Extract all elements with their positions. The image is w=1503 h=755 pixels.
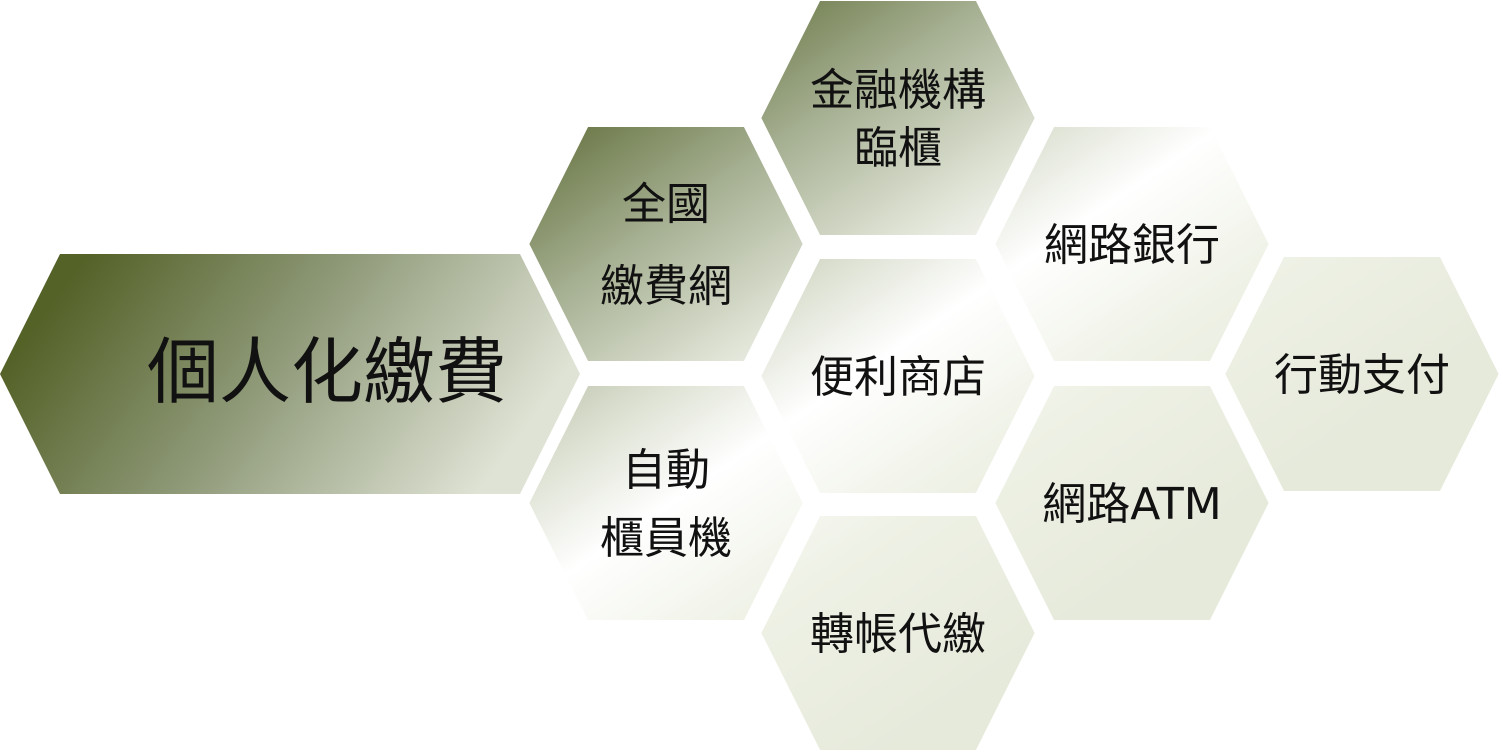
- channel-convenience-store: 便利商店: [754, 253, 1042, 499]
- channel-label-line: 轉帳代繳: [810, 609, 986, 660]
- channel-label-line: 網路銀行: [1044, 220, 1220, 271]
- channel-label-line: 自動: [622, 445, 710, 496]
- channel-label-line: 金融機構: [810, 65, 986, 116]
- channel-hexagon: [754, 0, 1042, 241]
- channel-label-line: 便利商店: [810, 352, 986, 403]
- channel-mobile-payment: 行動支付: [1218, 251, 1503, 497]
- channel-hexagon: [988, 380, 1276, 626]
- channel-online-atm: 網路ATM: [988, 380, 1276, 626]
- main-hexagon: [0, 254, 580, 494]
- channel-hexagon: [754, 510, 1042, 755]
- channel-label-line: 全國: [622, 179, 710, 230]
- channel-hexagon: [522, 121, 810, 367]
- main-hexagon-group: 個人化繳費: [0, 254, 580, 494]
- channel-hexagon: [522, 380, 810, 626]
- channel-label-line: 繳費網: [600, 261, 732, 312]
- main-hexagon-label: 個人化繳費: [147, 330, 507, 414]
- channel-online-banking: 網路銀行: [988, 121, 1276, 367]
- channel-label-line: 網路ATM: [1042, 479, 1222, 530]
- channel-label-line: 臨櫃: [854, 123, 942, 174]
- channel-hexagon: [754, 253, 1042, 499]
- channel-transfer-debit: 轉帳代繳: [754, 510, 1042, 755]
- channel-label-line: 櫃員機: [600, 513, 732, 564]
- channel-label-line: 行動支付: [1274, 350, 1450, 401]
- channel-hexagon: [988, 121, 1276, 367]
- channel-hexagon: [1218, 251, 1503, 497]
